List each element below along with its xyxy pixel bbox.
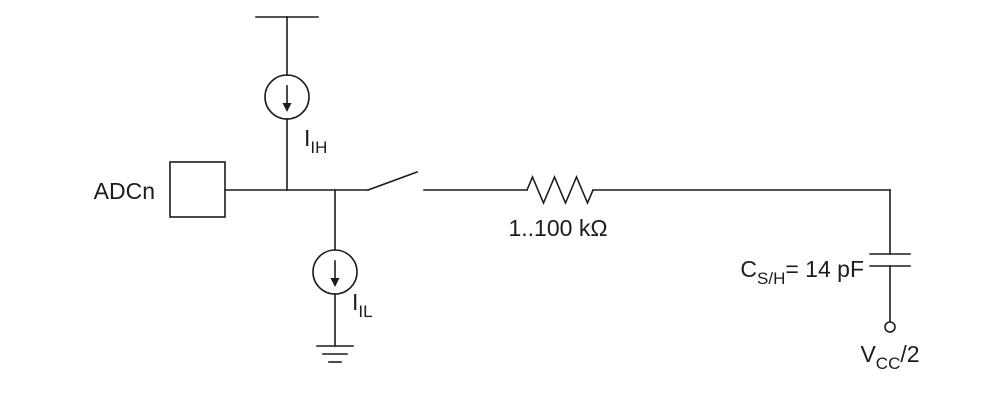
input-resistor <box>525 174 595 206</box>
ground-symbol <box>316 345 354 363</box>
sample-hold-switch <box>366 170 419 192</box>
capacitor-label: CS/H= 14 pF <box>740 256 864 288</box>
adc-pin-label: ADCn <box>94 178 155 204</box>
leakage-current-source-high <box>264 74 310 191</box>
iil-label: IIL <box>352 289 373 321</box>
vcc-half-terminal <box>884 321 896 333</box>
leakage-current-source-low <box>312 189 358 347</box>
resistor-value-label: 1..100 kΩ <box>508 215 607 241</box>
adc-pin-box <box>169 161 226 218</box>
resistor-to-cap-wire <box>592 189 891 255</box>
sample-hold-capacitor <box>869 253 911 322</box>
iih-label: IIH <box>304 125 327 157</box>
vcc-half-label: VCC/2 <box>860 341 919 373</box>
supply-rail <box>255 16 319 76</box>
